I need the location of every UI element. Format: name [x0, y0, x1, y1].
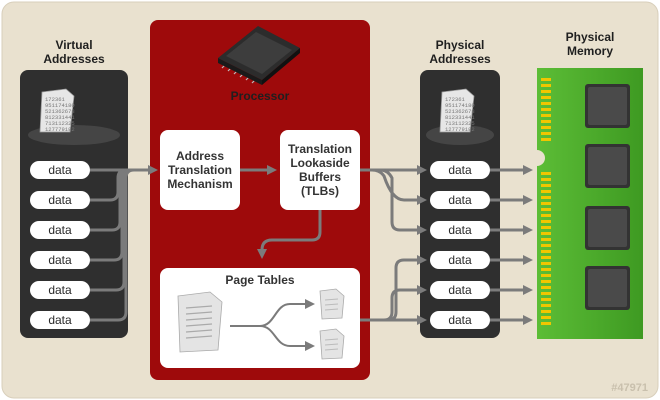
page-tables-to-physical-arrows [360, 255, 427, 325]
svg-text:951174180: 951174180 [445, 102, 475, 109]
svg-text:812331441: 812331441 [45, 114, 75, 121]
svg-text:951174180: 951174180 [45, 102, 75, 109]
physical-data-entry: data [430, 161, 490, 179]
svg-text:172361: 172361 [445, 96, 466, 103]
svg-text:127779182: 127779182 [45, 126, 75, 133]
tlb-box: Translation Lookaside Buffers (TLBs) [280, 130, 360, 210]
image-id-label: #47971 [611, 382, 648, 394]
svg-text:172361: 172361 [45, 96, 66, 103]
tlb-to-physical-arrows [360, 165, 427, 235]
virtual-addresses-label: Virtual Addresses [43, 38, 105, 66]
physical-data-entry: data [430, 191, 490, 209]
memory-module-icon [537, 68, 643, 339]
svg-text:812331441: 812331441 [445, 114, 475, 121]
virtual-data-entry: data [30, 221, 90, 239]
svg-text:713112325: 713112325 [445, 120, 475, 127]
page-table-branch-arrows [230, 299, 315, 351]
virtual-data-entry: data [30, 161, 90, 179]
page-table-document-icon [177, 291, 223, 353]
svg-text:127779182: 127779182 [445, 126, 475, 133]
virtual-data-entry: data [30, 251, 90, 269]
virtual-data-entry: data [30, 191, 90, 209]
physical-data-entry: data [430, 311, 490, 329]
svg-text:521362678: 521362678 [45, 108, 75, 115]
physical-memory-label: Physical Memory [565, 30, 615, 58]
physical-addresses-label: Physical Addresses [429, 38, 491, 66]
processor-label: Processor [230, 89, 290, 103]
physical-data-entry: data [430, 251, 490, 269]
cpu-chip-icon [218, 26, 300, 85]
physical-to-memory-arrows [490, 165, 533, 325]
svg-text:521362678: 521362678 [445, 108, 475, 115]
virtual-data-entry: data [30, 281, 90, 299]
svg-text:713112325: 713112325 [45, 120, 75, 127]
physical-data-entry: data [430, 221, 490, 239]
virtual-data-entry: data [30, 311, 90, 329]
tlb-to-page-tables-arrow [257, 210, 322, 259]
page-table-small-doc-bottom [319, 328, 345, 360]
virtual-to-translation-arrows [90, 165, 158, 322]
page-table-small-doc-top [319, 288, 345, 320]
page-tables-label: Page Tables [225, 273, 295, 287]
address-translation-mechanism-box: Address Translation Mechanism [160, 130, 240, 210]
physical-data-entry: data [430, 281, 490, 299]
